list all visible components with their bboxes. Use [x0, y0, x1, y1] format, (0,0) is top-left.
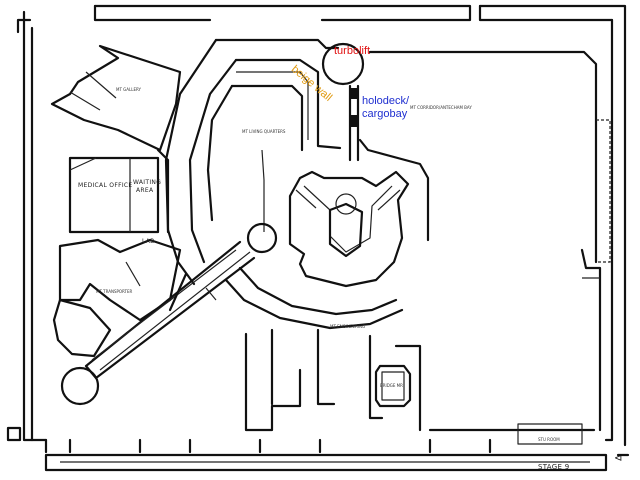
- right-corridor-walls: [358, 50, 611, 432]
- minor-label-gallery: MT GALLERY: [116, 87, 141, 92]
- diagonal-corridor-walls: [84, 240, 256, 380]
- curved-corridor-walls: [164, 38, 342, 286]
- turbolift-shaft: [321, 42, 365, 162]
- room-label-medical-office: MEDICAL OFFICE: [78, 182, 133, 189]
- lab-room-walls: [52, 238, 182, 358]
- annotation-holodeck-line1: holodeck/: [362, 95, 410, 107]
- lower-wall-segments: [44, 438, 492, 454]
- minor-label-living-quarters: MT LIVING QUARTERS: [242, 129, 286, 134]
- annotation-turbolift: turbolift: [334, 45, 371, 57]
- minor-label-corridor: MT CORRIDOR/ANTECHAM BAY: [410, 105, 472, 110]
- gallery-room-walls: [50, 44, 182, 152]
- room-label-waiting-line2: AREA: [136, 187, 154, 194]
- stage-label: STAGE 9: [538, 463, 570, 471]
- lower-curved-corridor-walls: [205, 266, 404, 330]
- lower-rooms: [244, 328, 596, 445]
- room-label-lab: LAB: [142, 238, 155, 245]
- central-hub: [288, 170, 410, 288]
- arrow-icon: ⊲: [614, 453, 623, 464]
- minor-label-small-room: BRIDGE MR: [380, 383, 403, 388]
- minor-label-bottom-room: STU ROOM: [538, 437, 560, 442]
- annotation-holodeck-line2: cargobay: [362, 108, 408, 120]
- room-label-waiting-line1: WAITING: [133, 179, 162, 186]
- pillar-circles: [60, 222, 278, 406]
- minor-label-engineering: MT ENGINEERING: [330, 324, 366, 329]
- minor-label-transporter: MT TRANSPORTER: [96, 289, 133, 294]
- outer-boundary: [6, 4, 630, 472]
